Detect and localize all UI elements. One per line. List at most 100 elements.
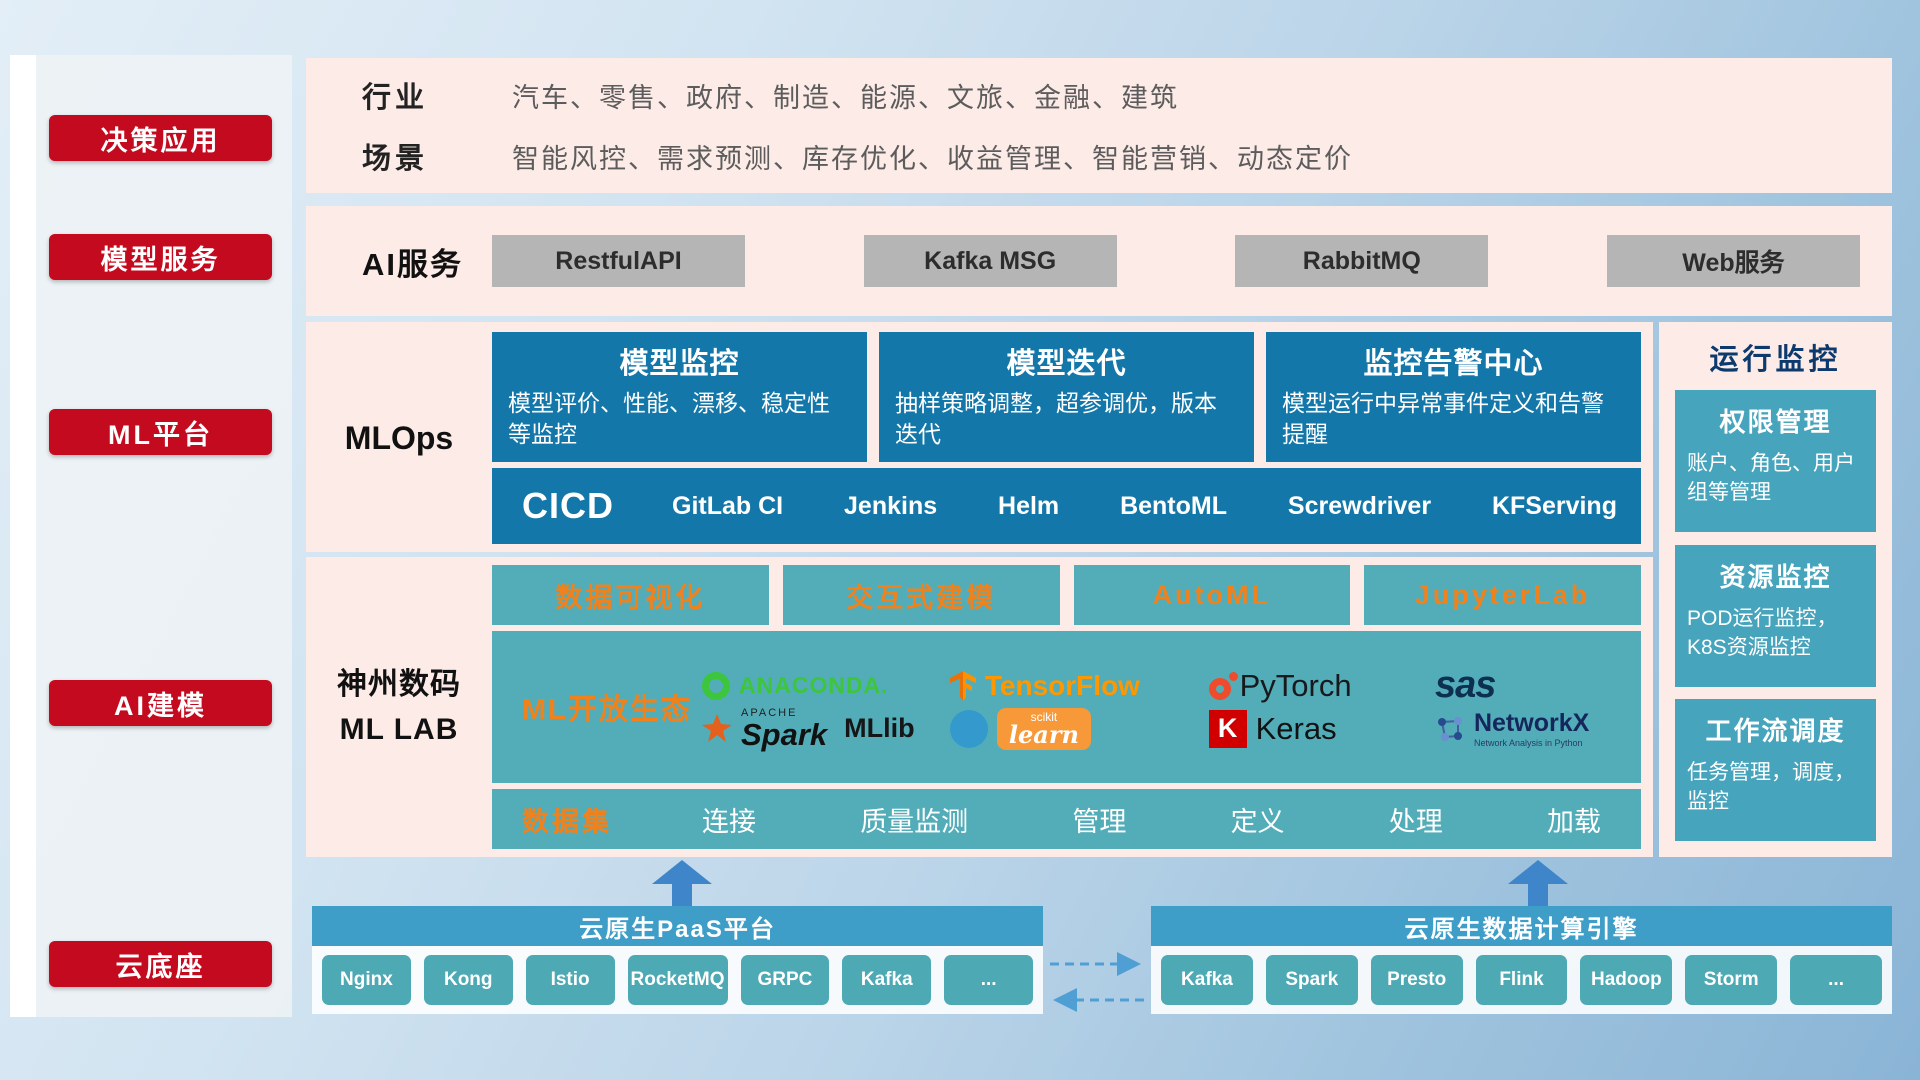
restfulapi-block: RestfulAPI <box>492 235 745 287</box>
networkx-graph-icon <box>1437 716 1462 741</box>
ai-service-buttons: RestfulAPI Kafka MSG RabbitMQ Web服务 <box>492 235 1860 287</box>
layer-label-model-service: 模型服务 <box>49 234 272 280</box>
paas-items: Nginx Kong Istio RocketMQ GRPC Kafka ... <box>312 946 1043 1014</box>
jenkins-label: Jenkins <box>844 491 938 520</box>
layer-label-ai-modeling: AI建模 <box>49 680 272 726</box>
card-title: 监控告警中心 <box>1363 348 1544 380</box>
data-engine-items: Kafka Spark Presto Flink Hadoop Storm ..… <box>1151 946 1892 1014</box>
dashed-exchange-arrows-icon <box>1050 952 1144 1012</box>
cicd-bar: CICD GitLab CI Jenkins Helm BentoML Scre… <box>492 468 1641 544</box>
dataset-item-process: 处理 <box>1388 806 1443 837</box>
industry-line: 行业 汽车、零售、政府、制造、能源、文旅、金融、建筑 <box>362 74 1872 116</box>
flink-block: Flink <box>1475 955 1568 1005</box>
grpc-block: GRPC <box>740 955 830 1005</box>
spark-star-icon <box>702 713 732 742</box>
data-engine-section: 云原生数据计算引擎 Kafka Spark Presto Flink Hadoo… <box>1151 906 1892 1014</box>
data-visualization-block: 数据可视化 <box>492 565 769 625</box>
ml-lab-panel: 神州数码 ML LAB 数据可视化 交互式建模 AutoML JupyterLa… <box>306 557 1653 857</box>
scene-list: 智能风控、需求预测、库存优化、收益管理、智能营销、动态定价 <box>512 143 1353 174</box>
card-desc: 模型运行中异常事件定义和告警提醒 <box>1282 390 1604 448</box>
sas-logo: sas <box>1434 664 1496 706</box>
up-arrow-left-icon <box>652 860 712 906</box>
networkx-logo: NetworkX Network Analysis in Python <box>1435 709 1629 748</box>
interactive-modeling-block: 交互式建模 <box>782 565 1060 625</box>
mlops-label: MLOps <box>344 419 454 456</box>
hadoop-block: Hadoop <box>1580 955 1673 1005</box>
spark-block: Spark <box>1265 955 1358 1005</box>
spark-mllib-logo: APACHE Spark MLlib <box>702 707 950 750</box>
cicd-label: CICD <box>522 485 614 526</box>
pytorch-icon <box>1208 671 1238 700</box>
ml-lab-content: 数据可视化 交互式建模 AutoML JupyterLab ML开放生态 ANA… <box>492 565 1641 849</box>
ai-service-label: AI服务 <box>362 246 463 282</box>
paas-title: 云原生PaaS平台 <box>312 906 1043 946</box>
resource-monitoring-card: 资源监控 POD运行监控，K8S资源监控 <box>1675 544 1876 687</box>
kfserving-label: KFServing <box>1491 491 1617 520</box>
ai-service-panel: AI服务 RestfulAPI Kafka MSG RabbitMQ Web服务 <box>306 206 1892 316</box>
dataset-items: 连接 质量监测 管理 定义 处理 加载 <box>702 800 1601 839</box>
rocketmq-block: RocketMQ <box>627 955 728 1005</box>
layer-sidebar-panel <box>36 55 292 1017</box>
dataset-bar: 数据集 连接 质量监测 管理 定义 处理 加载 <box>492 789 1641 849</box>
lab-tools-row: 数据可视化 交互式建模 AutoML JupyterLab <box>492 565 1641 625</box>
screwdriver-label: Screwdriver <box>1287 491 1432 520</box>
keras-logo: K Keras <box>1208 709 1435 748</box>
ecosystem-logos: ANACONDA. TensorFlow PyTorch <box>702 664 1629 750</box>
anaconda-logo: ANACONDA. <box>702 671 950 700</box>
ml-ecosystem-box: ML开放生态 ANACONDA. TensorFlow <box>492 631 1641 783</box>
kong-block: Kong <box>423 955 513 1005</box>
model-monitoring-card: 模型监控 模型评价、性能、漂移、稳定性等监控 <box>492 332 867 462</box>
card-title: 资源监控 <box>1719 561 1832 592</box>
anaconda-icon <box>702 671 730 700</box>
storm-block: Storm <box>1685 955 1778 1005</box>
ml-lab-label: 神州数码 ML LAB <box>306 565 492 849</box>
card-desc: 模型评价、性能、漂移、稳定性等监控 <box>508 390 830 448</box>
card-desc: 任务管理，调度，监控 <box>1687 761 1855 814</box>
engine-more-block: ... <box>1790 955 1883 1005</box>
up-arrow-right-icon <box>1508 860 1568 906</box>
scene-label: 场景 <box>362 143 429 175</box>
paas-section: 云原生PaaS平台 Nginx Kong Istio RocketMQ GRPC… <box>312 906 1043 1014</box>
scikit-dot-icon <box>949 709 988 748</box>
kafka-msg-block: Kafka MSG <box>863 235 1117 287</box>
gitlab-ci-label: GitLab CI <box>672 491 784 520</box>
tensorflow-logo: TensorFlow <box>949 670 1209 702</box>
permission-management-card: 权限管理 账户、角色、用户组等管理 <box>1675 390 1876 532</box>
jupyterlab-block: JupyterLab <box>1364 565 1641 625</box>
scikit-learn-logo: scikit learn <box>949 707 1209 750</box>
left-accent-strip <box>10 55 36 1017</box>
scene-line: 场景 智能风控、需求预测、库存优化、收益管理、智能营销、动态定价 <box>362 135 1872 177</box>
tensorflow-icon <box>949 670 976 701</box>
card-desc: 抽样策略调整，超参调优，版本迭代 <box>895 390 1217 448</box>
ml-lab-label-line2: ML LAB <box>339 713 459 746</box>
model-iteration-card: 模型迭代 抽样策略调整，超参调优，版本迭代 <box>879 332 1254 462</box>
mlops-content: 模型监控 模型评价、性能、漂移、稳定性等监控 模型迭代 抽样策略调整，超参调优，… <box>492 332 1641 544</box>
automl-block: AutoML <box>1073 565 1351 625</box>
istio-block: Istio <box>525 955 615 1005</box>
layer-label-ml-platform: ML平台 <box>49 409 272 455</box>
dataset-item-quality: 质量监测 <box>860 806 969 837</box>
mlops-panel: MLOps 模型监控 模型评价、性能、漂移、稳定性等监控 模型迭代 抽样策略调整… <box>306 322 1653 552</box>
alert-center-card: 监控告警中心 模型运行中异常事件定义和告警提醒 <box>1266 332 1641 462</box>
keras-k-icon: K <box>1208 709 1247 748</box>
kafka-engine-block: Kafka <box>1161 955 1253 1005</box>
card-desc: POD运行监控，K8S资源监控 <box>1687 606 1838 659</box>
nginx-block: Nginx <box>322 955 411 1005</box>
ml-lab-label-line1: 神州数码 <box>337 668 461 701</box>
bentoml-label: BentoML <box>1120 491 1227 520</box>
workflow-scheduling-card: 工作流调度 任务管理，调度，监控 <box>1675 699 1876 841</box>
dataset-item-load: 加载 <box>1546 806 1601 837</box>
data-engine-title: 云原生数据计算引擎 <box>1151 906 1892 946</box>
dataset-label: 数据集 <box>522 806 612 837</box>
helm-label: Helm <box>998 491 1060 520</box>
kafka-block: Kafka <box>842 955 932 1005</box>
dataset-item-define: 定义 <box>1230 806 1285 837</box>
ml-ecosystem-label: ML开放生态 <box>522 694 692 726</box>
presto-block: Presto <box>1370 955 1463 1005</box>
layer-label-decision-apps: 决策应用 <box>49 115 272 161</box>
runtime-monitor-panel: 运行监控 权限管理 账户、角色、用户组等管理 资源监控 POD运行监控，K8S资… <box>1659 322 1892 857</box>
runtime-monitor-title: 运行监控 <box>1709 344 1842 376</box>
card-title: 模型迭代 <box>1006 348 1127 380</box>
mlops-cards: 模型监控 模型评价、性能、漂移、稳定性等监控 模型迭代 抽样策略调整，超参调优，… <box>492 332 1641 462</box>
